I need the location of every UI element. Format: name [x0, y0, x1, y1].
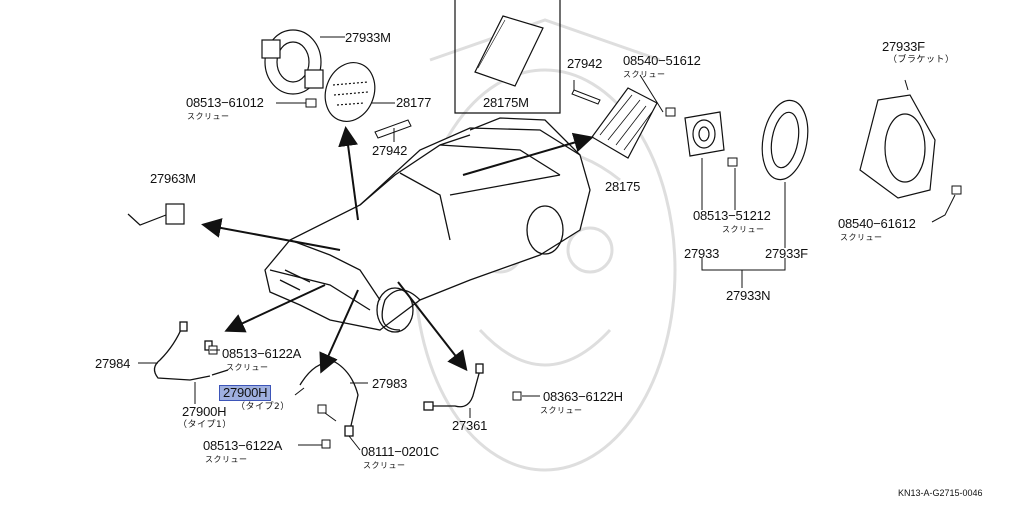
label-28175: 28175	[605, 179, 641, 194]
label-screw-1: スクリュー	[187, 112, 230, 121]
label-08363-6122H: 08363−6122H	[543, 389, 623, 404]
label-28177: 28177	[396, 95, 432, 110]
arrows	[201, 126, 594, 374]
label-08513-6122A-top: 08513−6122A	[222, 346, 302, 361]
label-bracket: （ブラケット）	[888, 55, 955, 65]
label-27361: 27361	[452, 418, 488, 433]
label-08513-6122A-bot: 08513−6122A	[203, 438, 283, 453]
speaker-27933F	[761, 99, 809, 181]
screw-08513-61012	[305, 98, 317, 108]
label-screw-5: スクリュー	[226, 363, 269, 372]
label-screw-8: スクリュー	[363, 461, 406, 470]
label-08111-0201C: 08111−0201C	[361, 444, 439, 459]
inset-box	[454, 0, 561, 114]
label-08513-51212: 08513−51212	[693, 208, 771, 223]
speaker-27933M	[261, 29, 324, 95]
label-type2: （タイプ2）	[236, 402, 290, 412]
cable-27983	[299, 361, 359, 437]
label-08540-61612: 08540−61612	[838, 216, 916, 231]
label-27933N: 27933N	[726, 288, 771, 303]
label-screw-4: スクリュー	[840, 233, 883, 242]
label-27933F: 27933F	[765, 246, 808, 261]
part-27963M	[127, 203, 185, 226]
leader-lines	[138, 36, 956, 451]
label-type1: （タイプ1）	[178, 420, 232, 430]
label-27933F-top: 27933F	[882, 39, 925, 54]
label-28175M: 28175M	[483, 95, 529, 110]
tape-27942-left	[374, 119, 412, 139]
label-27900H-selected[interactable]: 27900H	[219, 385, 272, 401]
label-27983: 27983	[372, 376, 408, 391]
label-27900H: 27900H	[182, 404, 227, 419]
car-body	[264, 117, 591, 333]
label-27933M: 27933M	[345, 30, 391, 45]
label-27984: 27984	[95, 356, 131, 371]
bracket-27933F	[859, 94, 936, 199]
grille-28177	[324, 62, 376, 122]
label-screw-2: スクリュー	[623, 70, 666, 79]
label-screw-6: スクリュー	[540, 406, 583, 415]
screws-right	[665, 107, 962, 195]
label-27942-right: 27942	[567, 56, 603, 71]
speaker-27933	[684, 111, 725, 157]
label-08540-51612: 08540−51612	[623, 53, 701, 68]
label-screw-7: スクリュー	[205, 455, 248, 464]
label-screw-3: スクリュー	[722, 225, 765, 234]
footer-code: KN13-A-G2715-0046	[898, 488, 983, 498]
label-27942-left: 27942	[372, 143, 408, 158]
label-27933: 27933	[684, 246, 720, 261]
tape-27942-right	[571, 89, 601, 105]
label-08513-61012: 08513−61012	[186, 95, 264, 110]
cable-27361	[423, 363, 484, 411]
label-27963M: 27963M	[150, 171, 196, 186]
